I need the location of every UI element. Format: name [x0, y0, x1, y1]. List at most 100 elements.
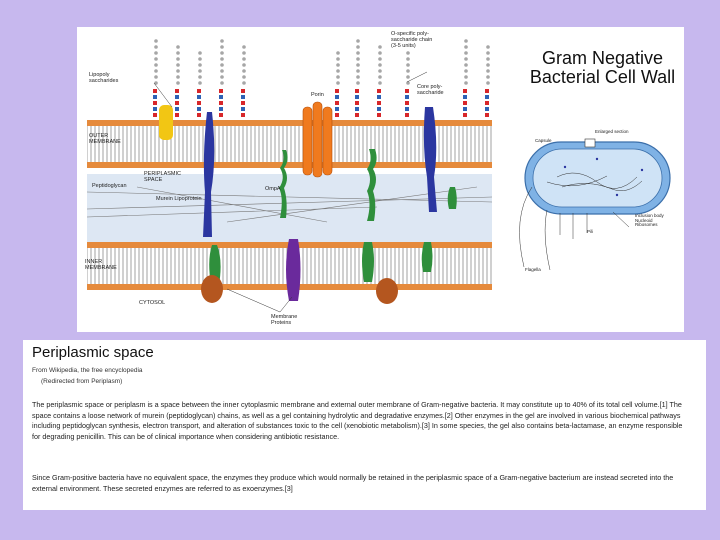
lps-core-unit — [197, 95, 201, 99]
lps-o-antigen-bead — [464, 57, 468, 61]
lps-o-antigen-bead — [154, 57, 158, 61]
lps-core-unit — [377, 107, 381, 111]
lps-core-unit — [463, 101, 467, 105]
lps-core-unit — [405, 107, 409, 111]
label-membrane-proteins: Membrane Proteins — [271, 314, 298, 326]
lps-o-antigen-bead — [464, 69, 468, 73]
lps-o-antigen-bead — [486, 81, 490, 85]
lps-o-antigen-bead — [356, 69, 360, 73]
lps-core-unit — [335, 89, 339, 93]
lps-o-antigen-bead — [220, 81, 224, 85]
murein-lipoproteins — [279, 149, 457, 221]
lps-o-antigen-bead — [486, 51, 490, 55]
lps-core-unit — [153, 89, 157, 93]
lps-core-unit — [335, 101, 339, 105]
lps-o-antigen-bead — [406, 57, 410, 61]
cell-label-inclusion-body: Inclusion body Nucleoid Ribosomes — [635, 213, 664, 228]
bacterial-cell-illustration — [519, 138, 671, 271]
lps-core-unit — [355, 95, 359, 99]
lps-core-unit — [197, 89, 201, 93]
lps-core-unit — [355, 101, 359, 105]
lps-o-antigen-bead — [154, 75, 158, 79]
lps-o-antigen-bead — [486, 57, 490, 61]
lps-core-unit — [355, 89, 359, 93]
lps-core-unit — [175, 89, 179, 93]
lps-core-unit — [241, 107, 245, 111]
lps-o-antigen-bead — [356, 51, 360, 55]
lps-core-unit — [405, 95, 409, 99]
article-redirect[interactable]: (Redirected from Periplasm) — [41, 378, 123, 385]
lps-core-unit — [485, 107, 489, 111]
lps-core-unit — [463, 89, 467, 93]
lps-core-unit — [485, 113, 489, 117]
lps-o-antigen-bead — [198, 81, 202, 85]
lps-o-antigen-bead — [378, 51, 382, 55]
lps-o-antigen-bead — [154, 45, 158, 49]
lps-core-unit — [175, 95, 179, 99]
label-murein-lipoprotein: Murein Lipoprotein — [156, 196, 202, 202]
lps-o-antigen-bead — [356, 81, 360, 85]
lps-o-antigen-bead — [406, 69, 410, 73]
lps-core-unit — [377, 113, 381, 117]
lps-o-antigen-bead — [198, 51, 202, 55]
lps-core-unit — [219, 107, 223, 111]
lps-core-unit — [377, 95, 381, 99]
cell-label-enlarged-section: Enlarged section — [595, 129, 629, 134]
lps-core-unit — [219, 95, 223, 99]
lps-o-antigen-bead — [378, 75, 382, 79]
lps-o-antigen-bead — [220, 63, 224, 67]
cell-label-flagella: Flagella — [525, 267, 541, 272]
porin-protein — [302, 101, 333, 178]
lps-o-antigen-bead — [220, 57, 224, 61]
lps-o-antigen-bead — [198, 57, 202, 61]
lps-o-antigen-bead — [242, 75, 246, 79]
lps-o-antigen-bead — [154, 51, 158, 55]
article-panel: Periplasmic space From Wikipedia, the fr… — [23, 340, 706, 510]
lps-core-unit — [197, 101, 201, 105]
label-ompa: OmpA — [265, 186, 281, 192]
lps-o-antigen-bead — [242, 45, 246, 49]
lps-o-antigen-bead — [220, 39, 224, 43]
label-lipopolysaccharides: Lipopoly saccharides — [89, 72, 119, 84]
lps-o-antigen-bead — [242, 81, 246, 85]
lps-core-unit — [197, 107, 201, 111]
lps-core-unit — [405, 101, 409, 105]
lps-o-antigen-bead — [198, 69, 202, 73]
lps-o-antigen-bead — [356, 75, 360, 79]
diagram-panel: Lipopoly saccharides OUTER MEMBRANE PERI… — [77, 27, 684, 332]
lps-core-unit — [175, 101, 179, 105]
lps-o-antigen-bead — [154, 69, 158, 73]
lps-core-unit — [485, 101, 489, 105]
label-cytosol: CYTOSOL — [139, 300, 166, 306]
lps-core-unit — [405, 113, 409, 117]
article-paragraph-1: The periplasmic space or periplasm is a … — [32, 400, 683, 441]
lipopolysaccharide-chains — [153, 39, 490, 117]
lps-o-antigen-bead — [176, 45, 180, 49]
label-o-specific-chain: O-specific poly- saccharide chain (3-5 u… — [391, 31, 433, 49]
label-core-polysaccharide: Core poly- saccharide — [417, 84, 444, 96]
cell-label-pili: Pili — [587, 229, 594, 234]
lps-core-unit — [197, 113, 201, 117]
lps-o-antigen-bead — [176, 75, 180, 79]
cell-label-capsule: Capsule — [535, 138, 552, 143]
lps-core-unit — [485, 95, 489, 99]
lps-o-antigen-bead — [242, 63, 246, 67]
lps-o-antigen-bead — [154, 39, 158, 43]
lps-o-antigen-bead — [378, 69, 382, 73]
lps-core-unit — [219, 113, 223, 117]
lps-o-antigen-bead — [336, 69, 340, 73]
lps-core-unit — [463, 107, 467, 111]
lps-o-antigen-bead — [464, 81, 468, 85]
lps-o-antigen-bead — [198, 63, 202, 67]
lps-o-antigen-bead — [176, 81, 180, 85]
lps-core-unit — [377, 89, 381, 93]
lps-o-antigen-bead — [356, 39, 360, 43]
lps-o-antigen-bead — [378, 57, 382, 61]
lps-o-antigen-bead — [406, 75, 410, 79]
lps-o-antigen-bead — [176, 51, 180, 55]
lps-o-antigen-bead — [336, 81, 340, 85]
article-heading: Periplasmic space — [32, 344, 154, 361]
lps-o-antigen-bead — [176, 57, 180, 61]
lps-o-antigen-bead — [176, 69, 180, 73]
lps-o-antigen-bead — [220, 75, 224, 79]
